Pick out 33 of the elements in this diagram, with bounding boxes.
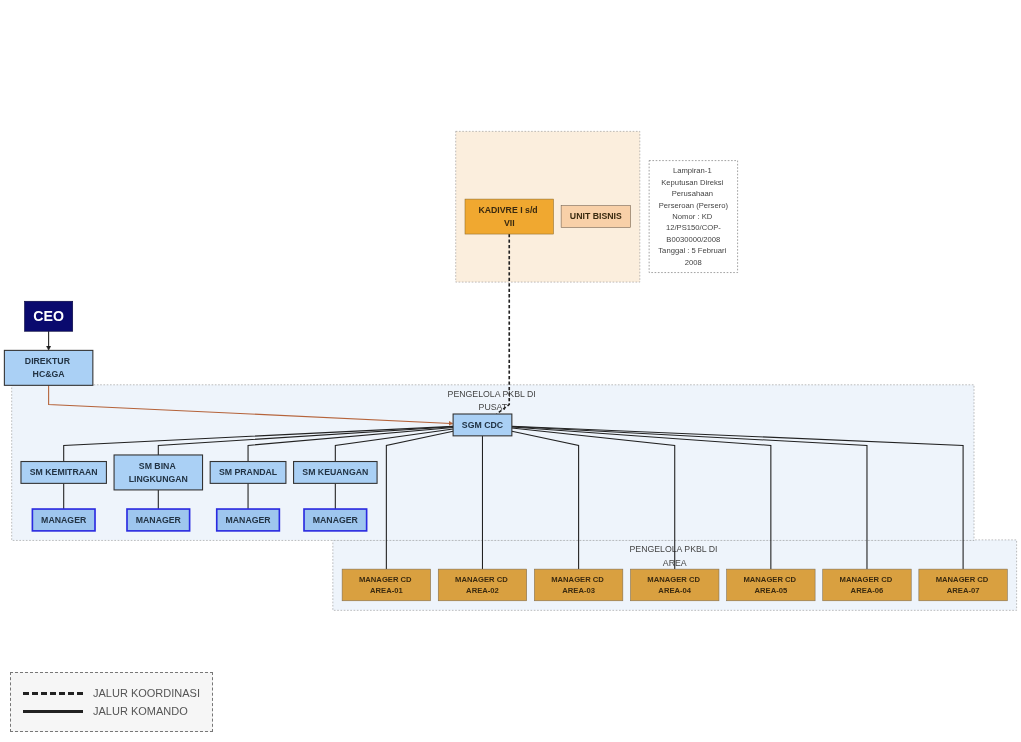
connector: [481, 435, 484, 570]
node-box: SGM CDC: [452, 413, 513, 437]
node-box: CEO: [24, 301, 73, 332]
connector: [511, 430, 580, 570]
connector: [63, 425, 454, 463]
connector: [247, 482, 249, 510]
connector: [511, 426, 772, 570]
node-box: UNIT BISNIS: [560, 205, 631, 228]
node-box: DIREKTUR HC&GA: [3, 349, 94, 386]
connector: [385, 430, 454, 570]
legend-text: JALUR KOMANDO: [93, 705, 188, 717]
connector: [334, 428, 454, 463]
legend-text: JALUR KOORDINASI: [93, 687, 200, 699]
node-box: MANAGER: [303, 508, 368, 532]
connector: [334, 482, 336, 510]
connector: [511, 426, 868, 570]
connector: [157, 489, 159, 510]
node-box: MANAGER: [31, 508, 96, 532]
node-box: MANAGER: [126, 508, 191, 532]
arrow: [48, 384, 454, 426]
connector: [511, 427, 676, 570]
node-box: SM KEUANGAN: [293, 461, 378, 485]
connector: [247, 427, 454, 463]
connector: [511, 425, 964, 570]
node-box: MANAGER: [215, 508, 281, 532]
connector: [157, 426, 454, 456]
node-box: SM KEMITRAAN: [20, 461, 107, 485]
connector: [63, 482, 65, 510]
node-box: KADIVRE I s/d VII: [464, 198, 554, 235]
cluster: [455, 131, 641, 283]
arrow: [46, 330, 51, 351]
node-box: SM BINA LINGKUNGAN: [113, 454, 204, 491]
node-box: SM PRANDAL: [209, 461, 287, 485]
